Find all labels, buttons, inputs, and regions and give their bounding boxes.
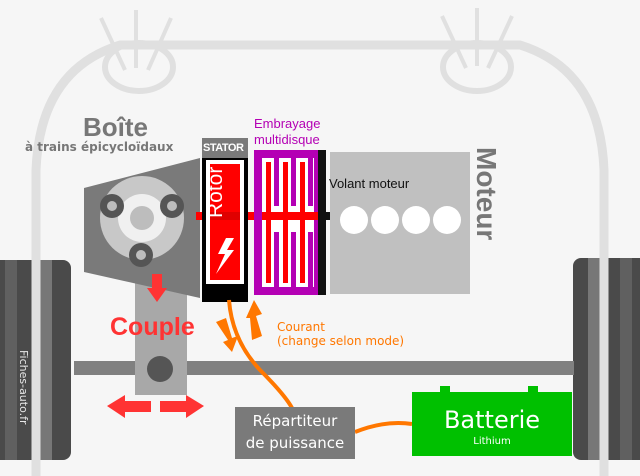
cable-rotor-splitter — [227, 299, 294, 409]
engine-label: Moteur — [471, 147, 502, 241]
current-arrows — [216, 300, 262, 352]
planetary-gear-icon — [100, 176, 184, 267]
battery — [412, 392, 572, 456]
splitter-label-line1: Répartiteur — [252, 412, 338, 430]
battery-label: Batterie — [443, 406, 541, 434]
splitter-label-line2: de puissance — [245, 434, 345, 452]
clutch-label-line2: multidisque — [254, 132, 320, 147]
lightning-icon — [216, 238, 234, 274]
power-splitter — [235, 407, 355, 459]
clutch-label-line1: Embrayage — [254, 116, 321, 131]
battery-type-label: Lithium — [473, 436, 511, 447]
headlight-left — [102, 40, 176, 94]
gearbox-subtitle: à trains épicycloïdaux — [25, 140, 174, 154]
car-outline — [31, 8, 609, 476]
cable-splitter-battery — [354, 421, 413, 434]
current-label: Courant(change selon mode) — [277, 320, 404, 348]
flywheel-label: Volant moteur — [329, 176, 410, 191]
flywheel — [318, 150, 326, 295]
splitter-label: Répartiteur de puissance — [243, 410, 347, 454]
axle — [74, 361, 574, 375]
torque-label: Couple — [110, 313, 195, 341]
differential — [147, 356, 173, 382]
current-label-line2: (change selon mode) — [277, 334, 405, 348]
engine-cylinders — [340, 206, 461, 234]
torque-arrows — [107, 274, 204, 418]
current-label-line1: Courant — [277, 320, 325, 334]
rotor-label: Rotor — [204, 166, 227, 218]
gearbox-title: Boîte — [83, 112, 148, 142]
watermark: Fiches-auto.fr — [17, 350, 30, 425]
stator-label: STATOR — [203, 142, 244, 154]
